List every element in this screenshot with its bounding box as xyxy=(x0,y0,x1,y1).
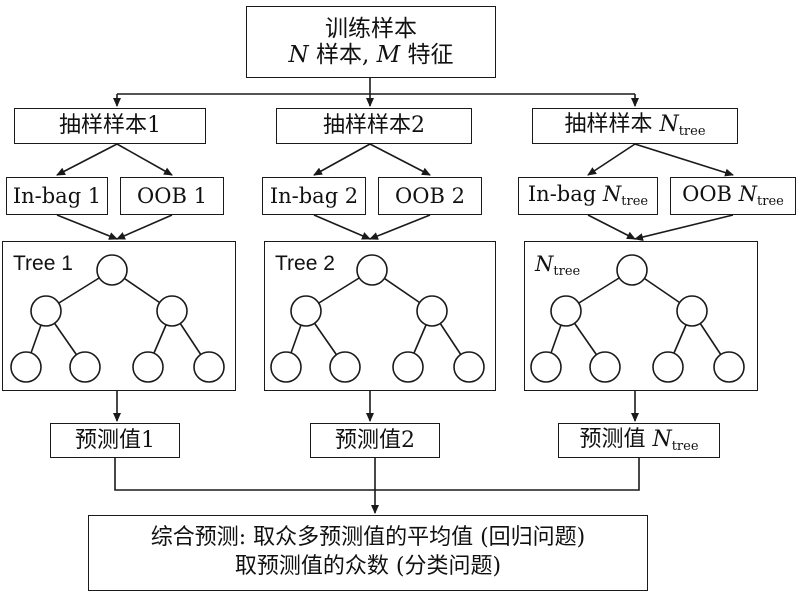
samples-text: 样本, xyxy=(308,42,377,68)
tree-node xyxy=(96,254,128,286)
inbag-box-1: In-bag 1 xyxy=(6,177,108,215)
tree-node xyxy=(589,351,621,383)
tree-box-1: Tree 1 xyxy=(2,241,236,391)
n-variable: N xyxy=(288,42,309,68)
arrow-oob-to-tree-1 xyxy=(116,214,173,240)
tree-node xyxy=(356,254,388,286)
tree-node xyxy=(530,351,562,383)
prediction-label-n: 预测值 Ntree xyxy=(579,427,698,455)
arrow-oob-to-tree-n xyxy=(634,214,734,241)
tree-node xyxy=(453,351,485,383)
tree-node xyxy=(652,351,684,383)
arrow-to-inbag-2 xyxy=(313,143,371,176)
combined-prediction-line2: 取预测值的众数 (分类问题) xyxy=(234,554,502,579)
tree-node xyxy=(290,295,322,327)
tree-subscript: tree xyxy=(757,194,784,210)
inbag-text-n: In-bag xyxy=(527,182,603,207)
inbag-box-2: In-bag 2 xyxy=(262,177,366,215)
tree-box-n: Ntree xyxy=(524,241,758,391)
prediction-text-n: 预测值 xyxy=(579,426,653,452)
tree-box-2: Tree 2 xyxy=(264,241,496,391)
arrow-inbag-to-tree-2 xyxy=(313,214,371,240)
m-variable: M xyxy=(376,42,401,68)
oob-label-n: OOB Ntree xyxy=(682,182,784,210)
prediction-box-2: 预测值2 xyxy=(310,423,440,458)
oob-label-1: OOB 1 xyxy=(137,183,207,208)
tree-node xyxy=(616,254,648,286)
tree-subscript: tree xyxy=(678,124,706,140)
oob-label-2: OOB 2 xyxy=(395,183,465,208)
tree-label-1: Tree 1 xyxy=(13,252,73,275)
combined-prediction-box: 综合预测: 取众多预测值的平均值 (回归问题) 取预测值的众数 (分类问题) xyxy=(88,515,648,591)
training-sample-subtitle: N 样本, M 特征 xyxy=(289,42,454,68)
arrow-to-oob-1 xyxy=(116,143,173,176)
tree-label-2: Tree 2 xyxy=(275,252,335,275)
arrow-inbag-to-tree-1 xyxy=(56,214,118,240)
n-variable: N xyxy=(602,182,622,207)
arrow-inbag-to-tree-n xyxy=(587,214,636,240)
inbag-label-n: In-bag Ntree xyxy=(528,182,648,210)
training-sample-box: 训练样本 N 样本, M 特征 xyxy=(246,6,496,78)
tree-subscript: tree xyxy=(671,438,699,454)
connector-bottom-bus xyxy=(114,458,640,491)
prediction-label-1: 预测值1 xyxy=(75,427,155,453)
inbag-box-n: In-bag Ntree xyxy=(518,177,658,215)
sample-label-n: 抽样样本 Ntree xyxy=(564,112,705,140)
oob-box-1: OOB 1 xyxy=(120,177,224,215)
tree-subscript: tree xyxy=(621,194,649,210)
features-text: 特征 xyxy=(400,42,454,68)
tree-node xyxy=(132,351,164,383)
n-variable: N xyxy=(535,252,554,276)
tree-node xyxy=(329,351,361,383)
sample-box-2: 抽样样本2 xyxy=(276,108,472,144)
tree-node xyxy=(550,295,582,327)
tree-node xyxy=(713,351,745,383)
tree-node xyxy=(30,295,62,327)
arrow-to-inbag-1 xyxy=(56,143,118,176)
sample-box-n: 抽样样本 Ntree xyxy=(532,108,738,144)
tree-node xyxy=(416,295,448,327)
arrow-to-oob-2 xyxy=(369,143,431,176)
prediction-box-1: 预测值1 xyxy=(50,423,180,458)
tree-node xyxy=(392,351,424,383)
sample-label-1: 抽样样本1 xyxy=(59,113,161,139)
training-sample-title: 训练样本 xyxy=(325,15,417,42)
arrow-oob-to-tree-2 xyxy=(369,214,431,240)
inbag-label-2: In-bag 2 xyxy=(269,183,359,208)
prediction-label-2: 预测值2 xyxy=(335,427,415,453)
tree-node xyxy=(10,351,42,383)
combined-prediction-line1: 综合预测: 取众多预测值的平均值 (回归问题) xyxy=(150,525,586,551)
sample-box-1: 抽样样本1 xyxy=(14,108,206,144)
tree-node xyxy=(676,295,708,327)
n-variable: N xyxy=(738,182,758,207)
tree-node xyxy=(270,351,302,383)
arrow-to-oob-n xyxy=(634,143,734,177)
tree-node xyxy=(69,351,101,383)
n-variable: N xyxy=(659,112,679,138)
oob-box-n: OOB Ntree xyxy=(670,177,796,215)
n-variable: N xyxy=(652,426,672,452)
sample-text-n: 抽样样本 xyxy=(564,112,660,138)
oob-box-2: OOB 2 xyxy=(378,177,482,215)
inbag-label-1: In-bag 1 xyxy=(12,183,102,208)
oob-text-n: OOB xyxy=(682,182,739,207)
tree-label-n: Ntree xyxy=(535,252,580,279)
tree-node xyxy=(193,351,225,383)
arrow-to-inbag-n xyxy=(587,143,636,176)
tree-subscript: tree xyxy=(553,264,581,279)
prediction-box-n: 预测值 Ntree xyxy=(558,423,720,458)
sample-label-2: 抽样样本2 xyxy=(323,113,425,139)
tree-node xyxy=(156,295,188,327)
